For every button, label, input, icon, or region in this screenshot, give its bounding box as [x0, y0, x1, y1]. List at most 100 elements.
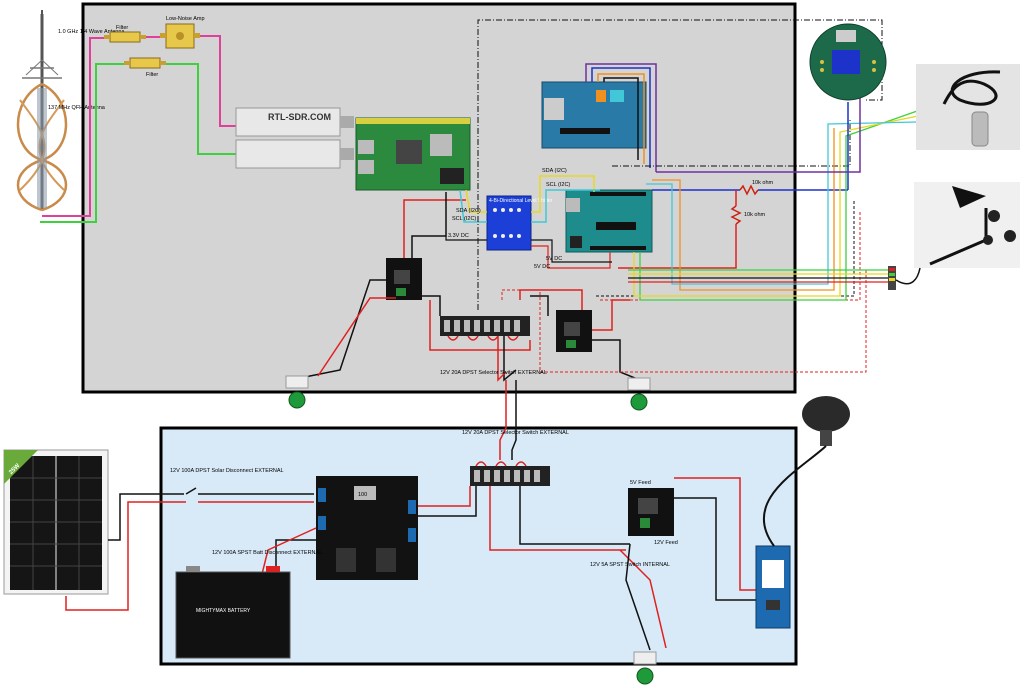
wire-black: [418, 486, 477, 517]
sda-i2c-top-label: SDA (I2C): [542, 168, 567, 174]
wire-black: [422, 295, 441, 316]
gps-puck-icon: [802, 396, 850, 446]
wire-red: [65, 501, 186, 611]
wire-black: [530, 295, 549, 316]
cable-dashdot: [612, 120, 851, 167]
level-shifter-label: 4-Bi-Directional Level Shifter: [489, 198, 553, 204]
terminal-block-icon: [470, 466, 550, 486]
filter-icon: [124, 57, 166, 69]
lna-icon: [160, 23, 200, 49]
raspberry-pi-icon: [355, 117, 471, 191]
temperature-probe-icon: [916, 64, 1020, 150]
cellular-modem-icon: [755, 545, 791, 629]
v5-dc-label-b: 5V DC: [534, 264, 550, 270]
wire-black: [895, 267, 921, 285]
wire-black: [411, 192, 447, 258]
wire-black: [592, 339, 641, 381]
wire-black: [625, 543, 651, 651]
controller-value: 100: [358, 492, 367, 498]
wire-cyan: [646, 121, 917, 285]
jumper-loops: [475, 461, 527, 467]
filter-bottom-label: Filter: [146, 72, 158, 78]
switch-top-label: 12V 20A DPST Selector Switch EXTERNAL: [440, 370, 547, 376]
cable-dashdot: [477, 19, 883, 310]
wire-red: [429, 300, 531, 351]
buck-converter-icon: [556, 310, 592, 352]
arduino-shield-icon: [541, 81, 647, 149]
resistor-side-label: 10k ohm: [744, 212, 766, 218]
upper-enclosure: [81, 2, 797, 394]
wire-black: [531, 239, 612, 263]
push-button-icon: [285, 375, 309, 409]
v33-dc-label: 3.3V DC: [448, 233, 469, 239]
rtl-sdr-label: RTL-SDR.COM: [268, 112, 331, 122]
cable-red-dash: [501, 270, 867, 373]
feed-12v-label: 12V Feed: [654, 540, 678, 546]
resistor-top-label: 10k ohm: [752, 180, 774, 186]
charge-controller-icon: [316, 476, 418, 580]
solar-disconnect-label: 12V 100A DPST Solar Disconnect EXTERNAL: [170, 468, 284, 474]
switch-mid-label: 12V 20A DPST Selector Switch EXTERNAL: [462, 430, 569, 436]
wire-black: [519, 486, 630, 545]
scl-i2c-top-label: SCL (I2C): [546, 182, 570, 188]
battery-brand: MIGHTYMAX BATTERY: [196, 608, 251, 614]
wire-red: [497, 336, 507, 382]
wire-orange: [652, 128, 835, 291]
wire-orange: [597, 73, 645, 164]
wire-purple: [585, 63, 657, 172]
push-button-icon: [633, 651, 657, 685]
wire-red: [619, 549, 667, 649]
wire-yellow: [633, 115, 919, 297]
scl-i2c-left-label: SCL (I2C): [452, 216, 476, 222]
wire-black: [108, 493, 184, 541]
wire-yellow: [531, 175, 595, 213]
wire-red: [499, 380, 507, 460]
battery-icon: [175, 566, 291, 659]
anemometer-icon: [914, 182, 1020, 268]
arduino-uno-icon: [565, 189, 653, 253]
wire-red: [674, 477, 756, 591]
wire-red: [618, 224, 737, 269]
wire-red: [519, 289, 583, 310]
feed-5v-label: 5V Feed: [630, 480, 651, 486]
wire-cyan: [459, 189, 487, 223]
wire-red: [489, 486, 626, 551]
sda-i2c-left-label: SDA (I2C): [456, 208, 481, 214]
wire-red: [418, 486, 471, 507]
terminal-block-icon: [440, 316, 530, 336]
antenna-1ghz-label: 1.0 GHz 1/4 Wave Antenna: [58, 29, 125, 35]
coax-green: [40, 63, 124, 223]
lna-label: Low-Noise Amp: [166, 16, 205, 22]
wire-black: [511, 380, 517, 460]
wire-blue: [591, 67, 651, 168]
level-shifter-icon: [486, 195, 532, 251]
rtl-sdr-icon: [235, 107, 354, 169]
wire-yellow: [465, 189, 487, 213]
push-button-icon: [627, 377, 651, 411]
buck-converter-icon: [628, 488, 674, 536]
wire-black: [603, 77, 639, 160]
antenna-137mhz-label: 137 MHz QFH Antenna: [48, 105, 106, 111]
switch-internal-label: 12V 5A SPST Switch INTERNAL: [590, 562, 670, 568]
jumper-loops: [447, 335, 519, 341]
coax-pink: [42, 37, 104, 217]
batt-disconnect-label: 12V 100A SPST Batt Disconnect EXTERNAL: [212, 550, 322, 556]
solar-panel-icon: [3, 449, 109, 595]
wire-black: [762, 445, 827, 547]
wire-red: [261, 527, 317, 575]
resistor-icon: [739, 184, 759, 196]
wire-cyan: [531, 189, 600, 223]
filter-icon: [104, 31, 146, 43]
wire-black: [674, 497, 756, 601]
wire-red: [317, 297, 396, 377]
coax-pink-3: [200, 35, 240, 127]
v5-dc-label-a: 5V DC: [546, 256, 562, 262]
filter-top-label: Filter: [116, 25, 128, 31]
wire-black: [503, 336, 517, 382]
connector-icon: [888, 266, 896, 290]
resistor-icon: [730, 205, 742, 225]
switch-icon: [185, 487, 197, 495]
wire-black: [445, 236, 487, 241]
buck-converter-icon: [386, 258, 422, 300]
